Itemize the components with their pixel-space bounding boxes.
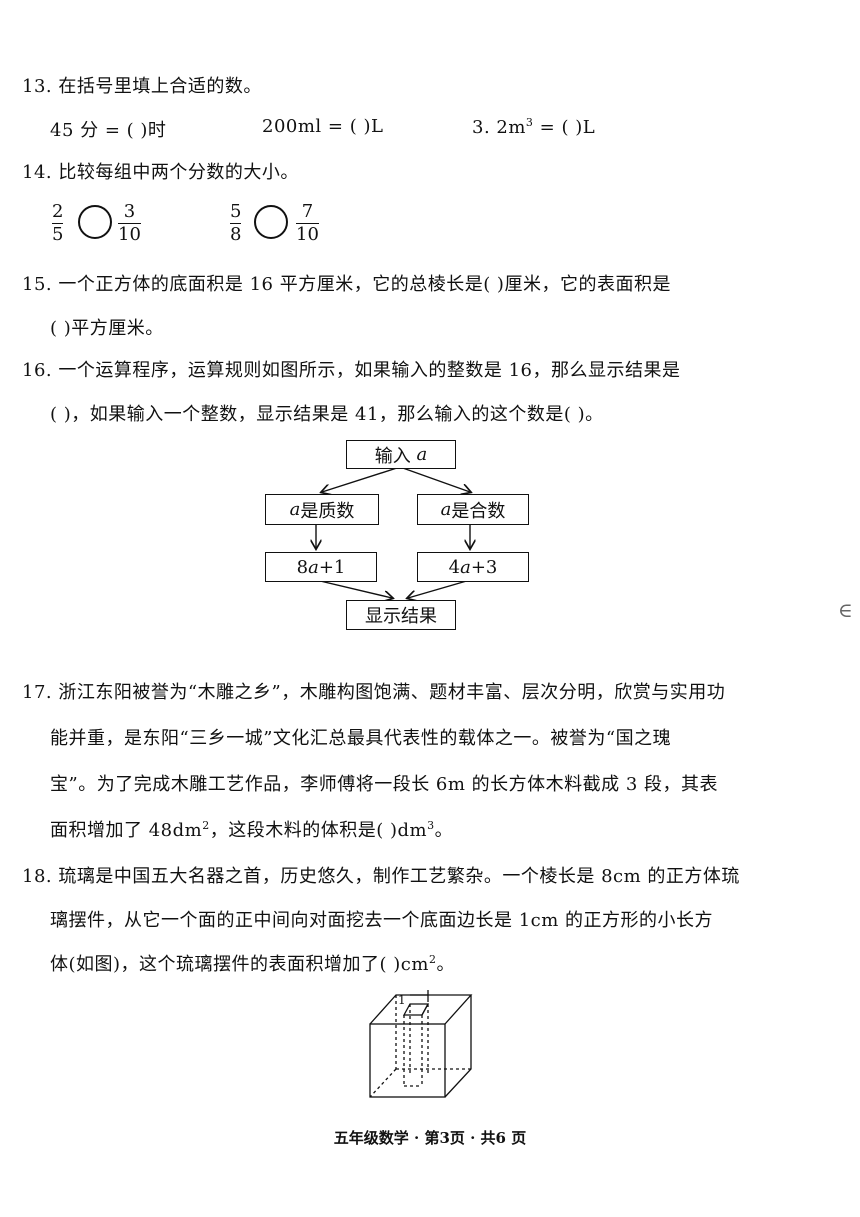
fraction-1a-denominator: 5 xyxy=(52,224,64,245)
q14-prompt: 14. 比较每组中两个分数的大小。 xyxy=(22,162,299,183)
compare-circle-2[interactable] xyxy=(254,205,288,239)
sq-superscript: 2 xyxy=(202,819,210,832)
q17-line-3: 宝”。为了完成木雕工艺作品，李师傅将一段长 6m 的长方体木料截成 3 段，其表 xyxy=(50,774,719,795)
flow-formula-left-b: +1 xyxy=(318,556,346,578)
edge-mark: ∈ xyxy=(838,598,853,622)
fraction-1b-numerator: 3 xyxy=(123,201,136,222)
q16-line-2: ( )，如果输入一个整数，显示结果是 41，那么输入的这个数是( )。 xyxy=(50,404,604,425)
q17-line-4-mid: ，这段木料的体积是( )dm xyxy=(209,820,428,841)
q18-line-1: 18. 琉璃是中国五大名器之首，历史悠久，制作工艺繁杂。一个棱长是 8cm 的正… xyxy=(22,866,740,887)
flow-output-box: 显示结果 xyxy=(346,600,456,630)
q17-line-4-post: 。 xyxy=(434,820,454,841)
cube-superscript: 3 xyxy=(525,116,534,129)
cube-superscript-2: 3 xyxy=(427,819,435,832)
flow-input-var: a xyxy=(416,444,428,465)
flow-prime-label: 是质数 xyxy=(300,500,355,522)
q13-item-3-pre: 3. 2m xyxy=(472,117,526,138)
q13-item-1: 45 分 = ( )时 xyxy=(50,120,167,141)
q18-line-3-pre: 体(如图)，这个琉璃摆件的表面积增加了( )cm xyxy=(50,954,429,975)
flow-input-label: 输入 xyxy=(374,445,411,467)
q15-line-1: 15. 一个正方体的底面积是 16 平方厘米，它的总棱长是( )厘米，它的表面积… xyxy=(22,274,671,295)
page-footer: 五年级数学 · 第3页 · 共6 页 xyxy=(333,1129,527,1147)
q13-item-2: 200ml = ( )L xyxy=(262,116,384,137)
fraction-2a-numerator: 5 xyxy=(230,201,242,222)
q17-line-1: 17. 浙江东阳被誉为“木雕之乡”，木雕构图饱满、题材丰富、层次分明，欣赏与实用… xyxy=(22,682,726,703)
cube-dim-label: 1 xyxy=(398,993,407,1007)
fraction-2b-numerator: 7 xyxy=(301,201,314,222)
q13-item-3: 3. 2m3 = ( )L xyxy=(472,116,595,138)
flow-formula-right-var: a xyxy=(460,556,471,578)
flow-prime-var: a xyxy=(289,499,301,520)
q16-line-1: 16. 一个运算程序，运算规则如图所示，如果输入的整数是 16，那么显示结果是 xyxy=(22,360,681,381)
fraction-2a-denominator: 8 xyxy=(230,224,242,245)
fraction-1b-denominator: 10 xyxy=(118,224,141,245)
flow-formula-left-var: a xyxy=(308,556,319,578)
compare-circle-1[interactable] xyxy=(78,205,112,239)
flow-formula-right-a: 4 xyxy=(448,556,461,578)
flow-formula-right-b: +3 xyxy=(470,556,498,578)
q18-line-3: 体(如图)，这个琉璃摆件的表面积增加了( )cm2。 xyxy=(50,950,455,976)
sq-superscript-2: 2 xyxy=(428,953,437,966)
flow-composite-var: a xyxy=(440,499,452,520)
q17-line-4-pre: 面积增加了 48dm xyxy=(50,820,203,841)
q13-item-3-post: = ( )L xyxy=(533,117,596,138)
q17-line-2: 能并重，是东阳“三乡一城”文化汇总最具代表性的载体之一。被誉为“国之瑰 xyxy=(50,728,672,749)
flow-formula-left-a: 8 xyxy=(296,556,309,578)
q18-line-3-post: 。 xyxy=(436,954,455,975)
flow-output-label: 显示结果 xyxy=(365,606,437,627)
flow-input-box: 输入 a xyxy=(346,440,456,469)
q17-line-4: 面积增加了 48dm2，这段木料的体积是( )dm3。 xyxy=(50,816,453,842)
q13-prompt: 13. 在括号里填上合适的数。 xyxy=(22,76,262,97)
fraction-2b-denominator: 10 xyxy=(296,224,319,245)
flow-composite-label: 是合数 xyxy=(451,500,506,522)
fraction-1a-numerator: 2 xyxy=(52,201,64,222)
q18-line-2: 璃摆件，从它一个面的正中间向对面挖去一个底面边长是 1cm 的正方形的小长方 xyxy=(50,910,714,931)
q15-line-2: ( )平方厘米。 xyxy=(50,318,164,339)
